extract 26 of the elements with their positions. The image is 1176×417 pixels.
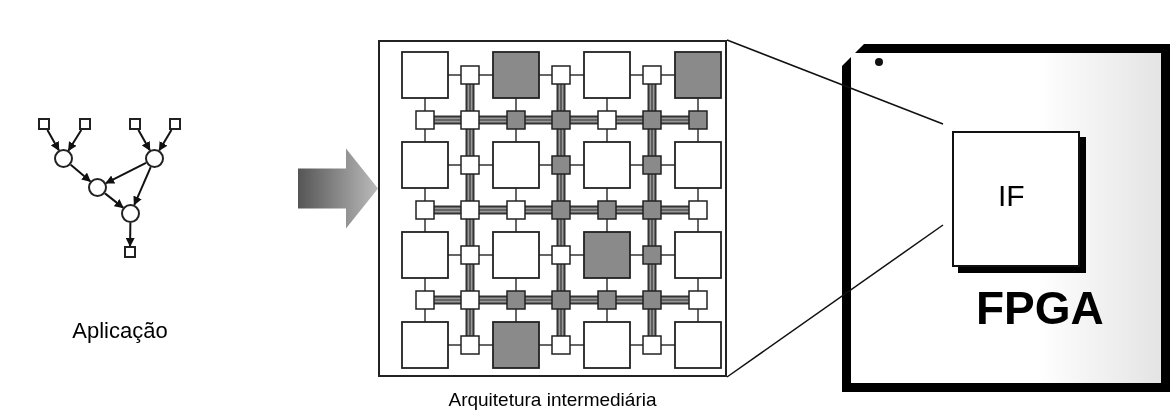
- circle-node: [88, 178, 107, 197]
- arrow: [158, 129, 173, 152]
- arrow: [133, 166, 152, 206]
- arrow: [103, 192, 125, 209]
- circle-node: [54, 149, 73, 168]
- square-node: [124, 246, 136, 258]
- chip-label: FPGA: [976, 281, 1104, 335]
- arrow: [46, 129, 60, 152]
- square-node: [79, 118, 91, 130]
- arrow: [67, 129, 83, 152]
- block-label: IF: [998, 179, 1025, 213]
- zoom-line: [726, 224, 944, 378]
- arrow: [125, 222, 135, 247]
- circle-node: [121, 204, 140, 223]
- chip-package: [842, 44, 1170, 392]
- square-node: [169, 118, 181, 130]
- block-arrow: [298, 148, 378, 229]
- caption: Aplicação: [72, 318, 168, 344]
- square-node: [129, 118, 141, 130]
- arrow: [69, 163, 92, 183]
- circle-node: [145, 149, 164, 168]
- arrow: [104, 161, 148, 185]
- square-node: [38, 118, 50, 130]
- arrow: [137, 129, 151, 152]
- box-title: Arquitetura intermediária: [448, 389, 657, 411]
- zoom-line: [726, 39, 944, 125]
